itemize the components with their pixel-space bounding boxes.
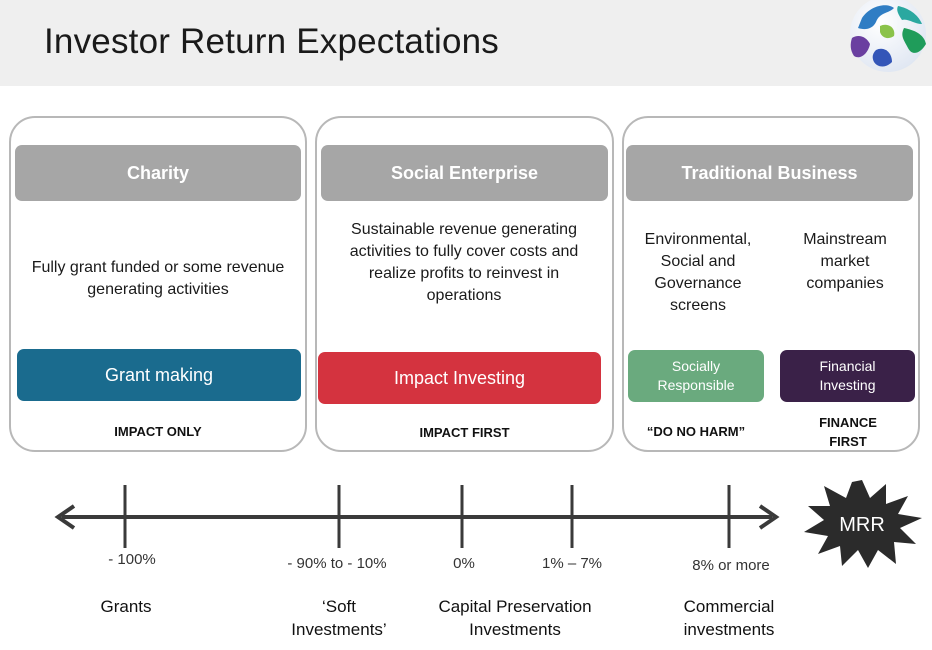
category-label: Commercial investments (683, 597, 775, 639)
esg-description: Environmental, Social and Governance scr… (644, 231, 752, 314)
charity-description: Fully grant funded or some revenue gener… (31, 259, 285, 298)
mainstream-description: Mainstream market companies (803, 231, 887, 292)
tick-label: 0% (453, 555, 475, 572)
socially-responsible-pill: Socially Responsible (628, 350, 764, 402)
social-enterprise-panel: Social Enterprise Sustainable revenue ge… (315, 116, 614, 452)
finance-first-tag: FINANCE FIRST (819, 415, 877, 449)
do-no-harm-tag: “DO NO HARM” (646, 424, 746, 439)
tick-label: 8% or more (692, 557, 770, 574)
charity-panel: Charity Fully grant funded or some reven… (9, 116, 307, 452)
axis-right-arrowhead (758, 504, 780, 530)
tick-label: 1% – 7% (541, 555, 603, 572)
tick-label: - 100% (108, 551, 156, 568)
mrr-burst-shape (804, 480, 922, 568)
title-bar: Investor Return Expectations (0, 0, 932, 86)
traditional-business-header: Traditional Business (626, 145, 913, 201)
grant-making-pill: Grant making (17, 349, 301, 401)
impact-only-tag: IMPACT ONLY (114, 424, 202, 439)
tick-label: - 90% to - 10% (287, 555, 387, 572)
mrr-burst: MRR (804, 480, 922, 568)
impact-investing-pill: Impact Investing (318, 352, 601, 404)
financial-investing-pill: Financial Investing (780, 350, 915, 402)
return-scale-axis (54, 485, 780, 548)
social-enterprise-description: Sustainable revenue generating activitie… (349, 221, 579, 304)
globe-logo-icon (850, 0, 926, 72)
category-label: Grants (100, 597, 152, 616)
page-title: Investor Return Expectations (44, 22, 499, 61)
traditional-business-panel: Traditional Business Environmental, Soci… (622, 116, 920, 452)
social-enterprise-header: Social Enterprise (321, 145, 608, 201)
category-label: Capital Preservation Investments (438, 597, 592, 639)
mrr-label: MRR (839, 514, 885, 536)
impact-first-tag: IMPACT FIRST (419, 425, 510, 440)
charity-header: Charity (15, 145, 301, 201)
axis-left-arrowhead (54, 504, 76, 530)
category-label: ‘Soft Investments’ (291, 597, 387, 639)
